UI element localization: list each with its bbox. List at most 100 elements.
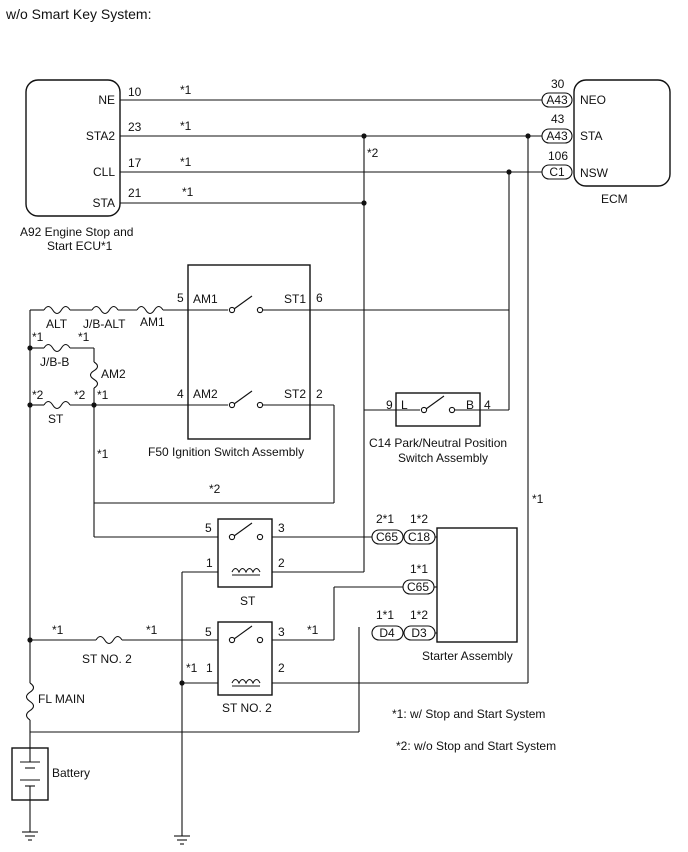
ecm-conn-nsw: C1: [549, 165, 565, 179]
st-no2-relay: 5 3 1 2 ST NO. 2: [205, 621, 285, 715]
ign-st1: ST1: [284, 292, 306, 306]
starter-assembly: Starter Assembly C65 C18 2*1 1*2 C65 1*1…: [371, 512, 518, 663]
ecu-wire-notes: *1 *1 *1 *1 *2: [180, 83, 379, 199]
starter-label: Starter Assembly: [422, 649, 513, 663]
note-stno2-right: *1: [146, 623, 158, 637]
ecu-pin-cll: CLL: [93, 165, 115, 179]
pnp-l: L: [401, 398, 408, 412]
fuse-alt-symbol: [43, 305, 71, 315]
st-relay-pin3: 3: [278, 521, 285, 535]
conn-c65a: C65: [376, 530, 398, 544]
conn-c18: C18: [408, 530, 430, 544]
pnp-label-2: Switch Assembly: [398, 451, 488, 465]
ign-pin-st1: 6: [316, 291, 323, 305]
park-neutral-switch: L B 9 4 C14 Park/Neutral Position Switch…: [364, 392, 507, 465]
ecm-pinno-neo: 30: [551, 77, 565, 91]
ecm-pin-neo: NEO: [580, 93, 606, 107]
left-notes: *1 *1 *2 *2 *1 *1 *2 *1 *1 *1 *1 *1: [32, 330, 544, 675]
ecm-conn-sta: A43: [546, 129, 568, 143]
engine-stop-start-ecu: NE STA2 CLL STA 10 23 17 21 A92 Engine S…: [20, 79, 142, 253]
conn-d4: D4: [379, 626, 395, 640]
ecu-pin-sta2: STA2: [86, 129, 115, 143]
conn-c18-pin: 1*2: [410, 512, 428, 526]
ign-pin-am2: 4: [177, 387, 184, 401]
note-jbb-right: *1: [78, 330, 90, 344]
fuse-jb-alt-label: J/B-ALT: [83, 317, 126, 331]
st-relay: 5 3 1 2 ST: [205, 518, 285, 608]
fuse-am1-symbol: [136, 305, 164, 315]
fuse-st-symbol: [43, 400, 71, 410]
conn-d4-pin: 1*1: [376, 608, 394, 622]
ecm: NEO STA NSW ECM 30 43 106 A43 A43 C1: [541, 77, 671, 206]
note-stno2-out: *1: [307, 623, 319, 637]
ecm-pin-nsw: NSW: [580, 166, 609, 180]
st-no2-label: ST NO. 2: [222, 701, 272, 715]
ecm-label: ECM: [601, 192, 628, 206]
ecu-pin-ne: NE: [98, 93, 115, 107]
fuse-alt-label: ALT: [46, 317, 68, 331]
note-ecm-sta-line: *1: [532, 492, 544, 506]
st-no2-pin3: 3: [278, 625, 285, 639]
splice-points: [27, 133, 531, 686]
st-relay-label: ST: [240, 594, 256, 608]
ecu-label-2: Start ECU*1: [47, 239, 113, 253]
fuse-am2-label: AM2: [101, 367, 126, 381]
ecu-pinno-cll: 17: [128, 156, 142, 170]
ecu-label-1: A92 Engine Stop and: [20, 225, 133, 239]
conn-c65a-pin: 2*1: [376, 512, 394, 526]
ign-am1: AM1: [193, 292, 218, 306]
note-sta: *1: [182, 185, 194, 199]
ign-am2: AM2: [193, 387, 218, 401]
pnp-pin-l: 9: [386, 398, 393, 412]
st-no2-pin5: 5: [205, 625, 212, 639]
note-jbb-left: *1: [32, 330, 44, 344]
fuses: ALT J/B-ALT AM1 J/B-B AM2 ST ST NO. 2 FL…: [25, 305, 165, 721]
battery-label: Battery: [52, 766, 90, 780]
note-cll: *1: [180, 155, 192, 169]
note-splice-sta2: *2: [367, 146, 379, 160]
conn-d3-pin: 1*2: [410, 608, 428, 622]
ecm-pinno-sta: 43: [551, 112, 565, 126]
fuse-jb-b-label: J/B-B: [40, 355, 69, 369]
fuse-am1-label: AM1: [140, 315, 165, 329]
ecm-pin-sta: STA: [580, 129, 602, 143]
conn-c65b: C65: [407, 580, 429, 594]
fuse-fl-main-symbol: [25, 682, 35, 721]
fuse-st-label: ST: [48, 412, 64, 426]
st-no2-pin2: 2: [278, 661, 285, 675]
ground-symbols: [22, 831, 190, 845]
ecu-pinno-sta: 21: [128, 186, 142, 200]
st-no2-pin1: 1: [206, 661, 213, 675]
ecm-conn-neo: A43: [546, 93, 568, 107]
note-st2-line: *2: [209, 482, 221, 496]
note-stno2-coil: *1: [186, 661, 198, 675]
pnp-label-1: C14 Park/Neutral Position: [369, 436, 507, 450]
fuse-am2-symbol: [89, 361, 99, 389]
fuse-st-no2-label: ST NO. 2: [82, 652, 132, 666]
ign-pin-st2: 2: [316, 387, 323, 401]
fuse-jb-b-symbol: [43, 343, 71, 353]
note-stno2-left: *1: [52, 623, 64, 637]
pnp-b: B: [466, 398, 474, 412]
note-st-relay-feed: *1: [97, 447, 109, 461]
fuse-fl-main-label: FL MAIN: [38, 692, 85, 706]
ecu-pinno-ne: 10: [128, 85, 142, 99]
legend-note-1: *1: w/ Stop and Start System: [392, 707, 545, 721]
legend-note-2: *2: w/o Stop and Start System: [396, 739, 556, 753]
legend: *1: w/ Stop and Start System *2: w/o Sto…: [392, 707, 556, 753]
fuse-st-no2-symbol: [95, 635, 123, 645]
ign-st2: ST2: [284, 387, 306, 401]
note-am2-out: *1: [97, 388, 109, 402]
note-ne: *1: [180, 83, 192, 97]
conn-d3: D3: [411, 626, 427, 640]
note-st-left: *2: [32, 388, 44, 402]
pnp-pin-b: 4: [484, 398, 491, 412]
conn-c65b-pin: 1*1: [410, 562, 428, 576]
ecu-pin-sta: STA: [93, 196, 115, 210]
battery: Battery: [11, 747, 90, 801]
note-sta2: *1: [180, 119, 192, 133]
st-relay-pin5: 5: [205, 521, 212, 535]
diagram-title: w/o Smart Key System:: [5, 6, 151, 22]
ignition-switch: AM1 ST1 AM2 ST2 5 6 4 2 F50 Ignition Swi…: [148, 264, 323, 459]
